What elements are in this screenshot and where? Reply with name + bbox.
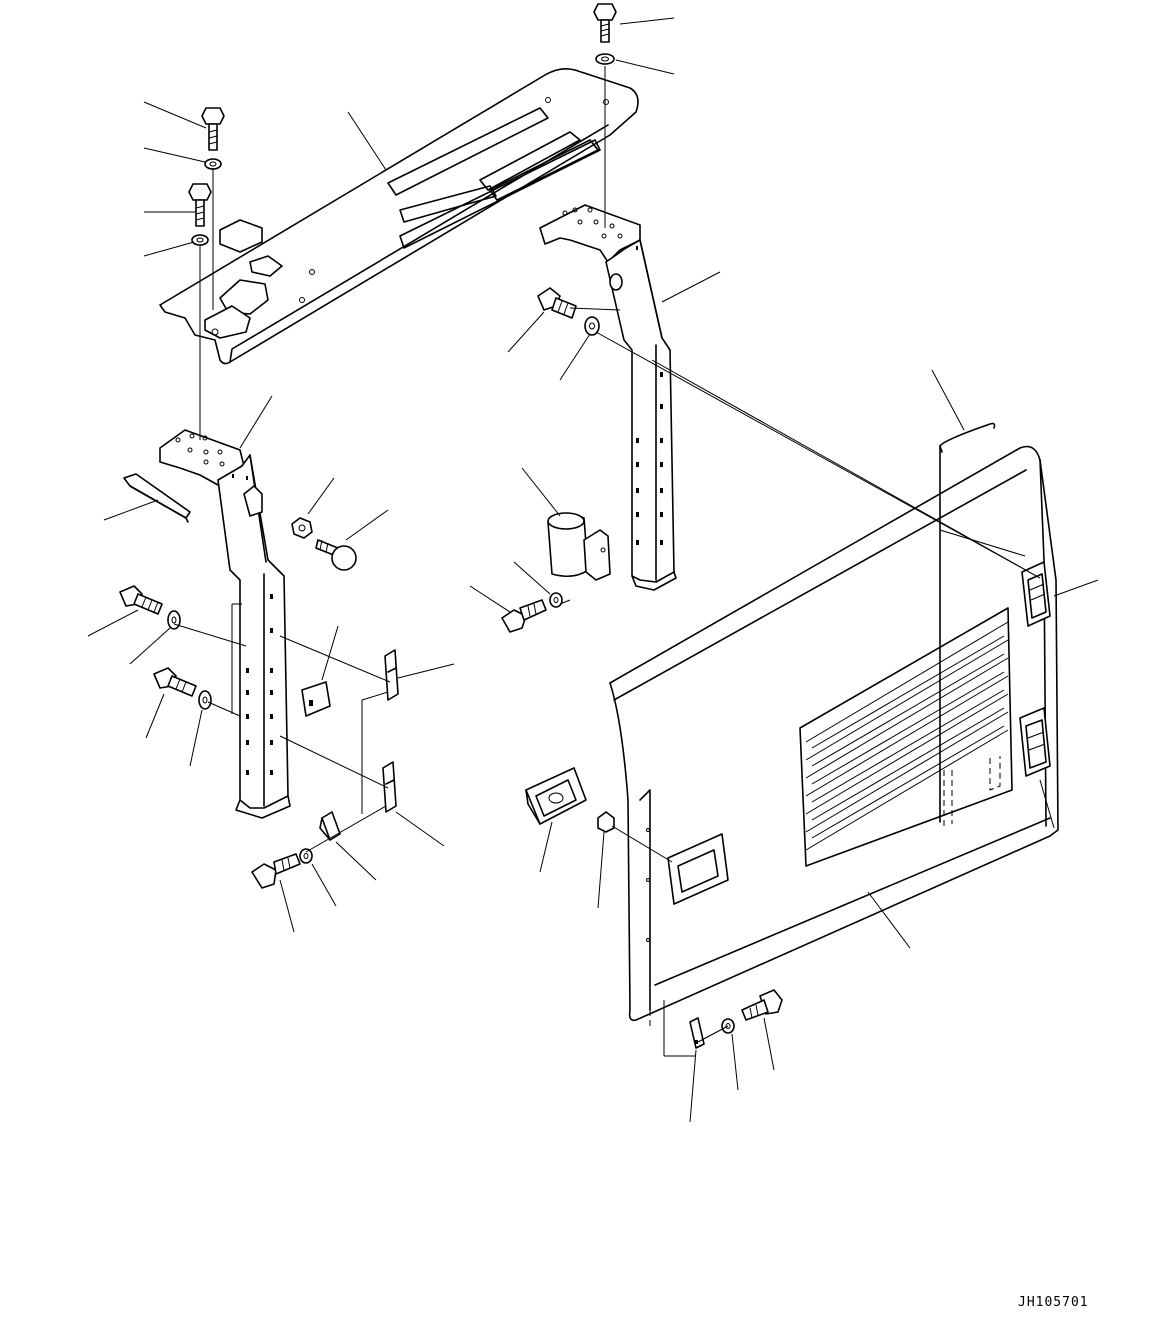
bolt-left-upper[interactable] bbox=[119, 585, 163, 615]
right-upright-post[interactable] bbox=[539, 204, 677, 591]
washer-hose-clamp[interactable] bbox=[549, 592, 563, 608]
bolt-top-right[interactable] bbox=[593, 3, 617, 43]
assembly-center-lines bbox=[173, 66, 1041, 1057]
bolt-left-post-side[interactable] bbox=[315, 539, 357, 571]
rubber-pad[interactable] bbox=[123, 473, 191, 523]
bolt-hose-clamp[interactable] bbox=[501, 599, 547, 633]
drawing-reference-code: JH105701 bbox=[1018, 1295, 1089, 1310]
bolt-bottom-left[interactable] bbox=[251, 853, 301, 889]
bolt-top-left-lower[interactable] bbox=[188, 183, 212, 227]
small-clip[interactable] bbox=[319, 811, 341, 841]
bolt-door-bottom[interactable] bbox=[741, 989, 783, 1021]
washer-top-left-lower[interactable] bbox=[191, 234, 209, 246]
bracket-upper[interactable] bbox=[384, 649, 399, 701]
washer-left-upper[interactable] bbox=[167, 610, 181, 630]
nut-catch-plate[interactable] bbox=[597, 811, 615, 833]
clip-plate[interactable] bbox=[301, 681, 331, 717]
hose-clamp-bracket[interactable] bbox=[547, 512, 611, 581]
top-mounting-plate[interactable] bbox=[159, 68, 639, 365]
clip-door-bottom[interactable] bbox=[689, 1017, 705, 1049]
louvre-grille bbox=[799, 607, 1013, 867]
latch-upper[interactable] bbox=[1021, 561, 1051, 627]
left-upright-post[interactable] bbox=[159, 429, 291, 819]
callout-leader-lines bbox=[87, 17, 1099, 1123]
bolt-left-lower[interactable] bbox=[153, 667, 197, 697]
door-catch-plate[interactable] bbox=[525, 767, 587, 825]
left-post-holes bbox=[246, 594, 273, 775]
post-holes bbox=[636, 372, 663, 545]
latch-lower[interactable] bbox=[1019, 707, 1051, 777]
bolt-mid-right-upper[interactable] bbox=[537, 287, 577, 319]
washer-left-lower[interactable] bbox=[198, 690, 212, 710]
door-stay-rod[interactable] bbox=[939, 422, 996, 823]
washer-top-left-upper[interactable] bbox=[204, 158, 222, 170]
bolt-top-left-upper[interactable] bbox=[201, 107, 225, 151]
door-handle-recess bbox=[667, 833, 729, 905]
washer-top-right[interactable] bbox=[595, 53, 615, 65]
washer-bottom-left[interactable] bbox=[299, 848, 313, 864]
bracket-lower[interactable] bbox=[382, 761, 397, 813]
washer-mid-right-upper[interactable] bbox=[584, 316, 600, 336]
side-door-panel[interactable] bbox=[609, 445, 1059, 1031]
nut-left-post[interactable] bbox=[291, 517, 313, 539]
